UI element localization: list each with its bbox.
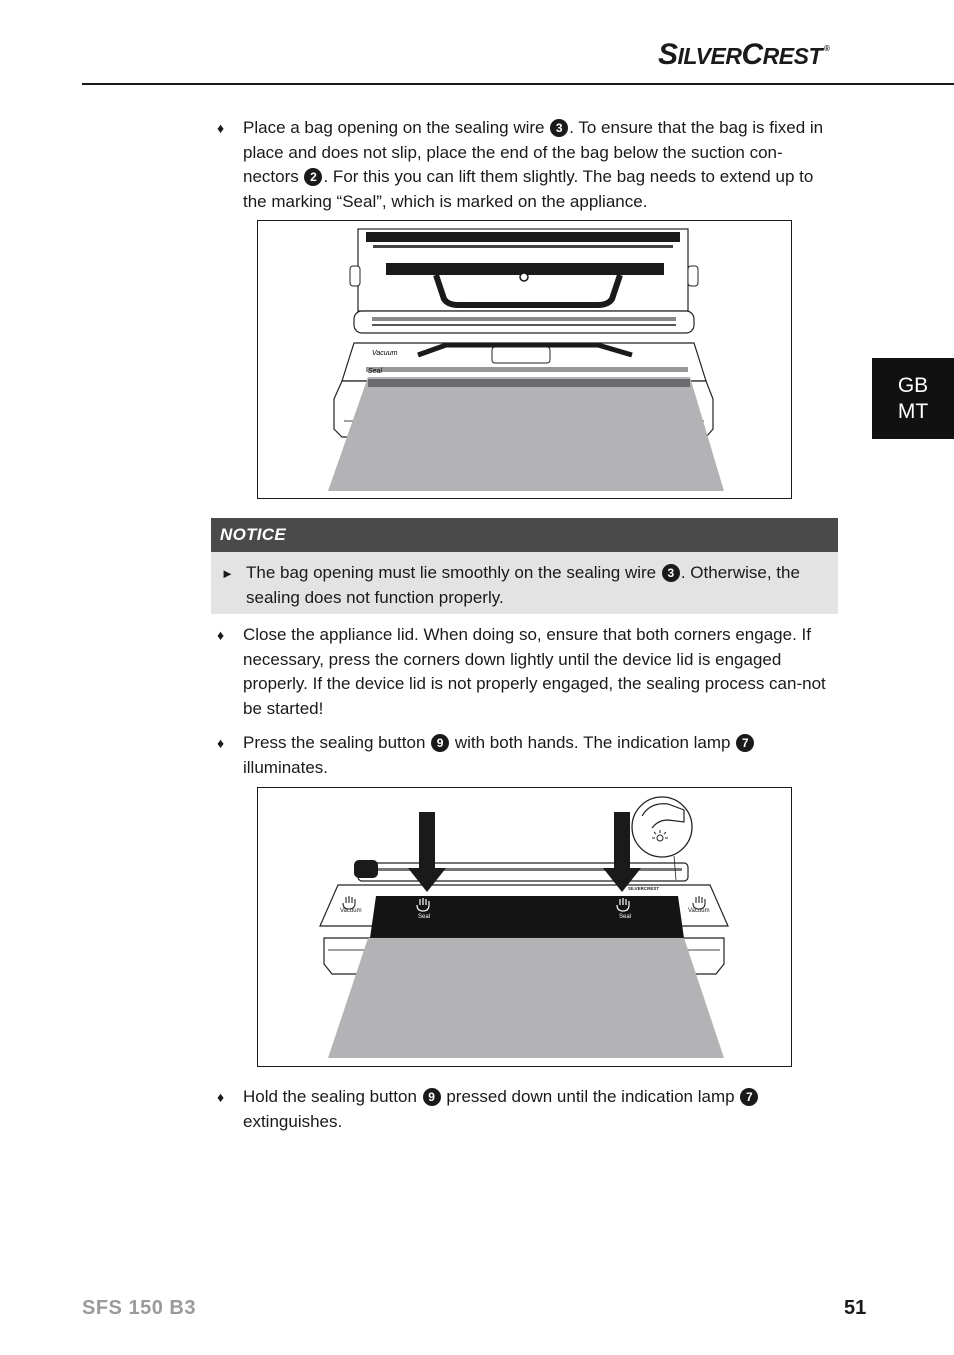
instruction-text: Place a bag opening on the sealing wire …	[243, 118, 824, 212]
bullet-marker: ♦	[217, 120, 225, 136]
notice-body: ► The bag opening must lie smoothly on t…	[211, 552, 838, 614]
reference-number: 7	[740, 1088, 759, 1106]
language-tab-line1: GB	[897, 373, 929, 397]
notice-marker: ►	[221, 566, 234, 581]
seal-label-right: Seal	[619, 914, 631, 920]
bullet-marker: ♦	[217, 1089, 225, 1105]
header-rule	[82, 83, 954, 85]
reference-number: 9	[431, 734, 450, 752]
vacuum-label-left: Vacuum	[340, 908, 362, 914]
instruction-text: Close the appliance lid. When doing so, …	[243, 625, 826, 719]
figure-bag-placement: Vacuum Seal	[257, 220, 792, 499]
reference-number: 2	[304, 168, 323, 187]
reference-number: 7	[736, 734, 755, 752]
reference-number: 3	[661, 564, 680, 582]
vacuum-label: Vacuum	[372, 350, 398, 357]
instruction-text: Hold the sealing button 9 pressed down u…	[243, 1085, 832, 1134]
instruction-bullet-3: ♦ Press the sealing button 9 with both h…	[217, 731, 832, 780]
instruction-bullet-2: ♦ Close the appliance lid. When doing so…	[217, 623, 832, 722]
language-tab-line2: MT	[897, 399, 929, 423]
bullet-marker: ♦	[217, 735, 225, 751]
reference-number: 3	[550, 119, 569, 137]
footer-model-number: SFS 150 B3	[82, 1297, 196, 1319]
bullet-marker: ♦	[217, 627, 225, 643]
reference-number: 9	[422, 1088, 441, 1106]
notice-text: The bag opening must lie smoothly on the…	[246, 563, 800, 607]
page-number: 51	[844, 1297, 867, 1319]
instruction-bullet-1: ♦ Place a bag opening on the sealing wir…	[217, 116, 832, 215]
instruction-text: Press the sealing button 9 with both han…	[243, 731, 832, 780]
seal-label: Seal	[368, 368, 382, 375]
seal-label-left: Seal	[418, 914, 430, 920]
figure-press-seal: Seal Seal Vacuum Vacuum SILVERCREST	[257, 787, 792, 1067]
vacuum-label-right: Vacuum	[688, 908, 710, 914]
appliance-brand-label: SILVERCREST	[628, 886, 659, 891]
language-tab: GB MT	[872, 358, 954, 439]
notice-heading: NOTICE	[211, 518, 838, 552]
instruction-bullet-4: ♦ Hold the sealing button 9 pressed down…	[217, 1085, 832, 1134]
brand-logo: SILVERCREST®	[658, 38, 830, 71]
